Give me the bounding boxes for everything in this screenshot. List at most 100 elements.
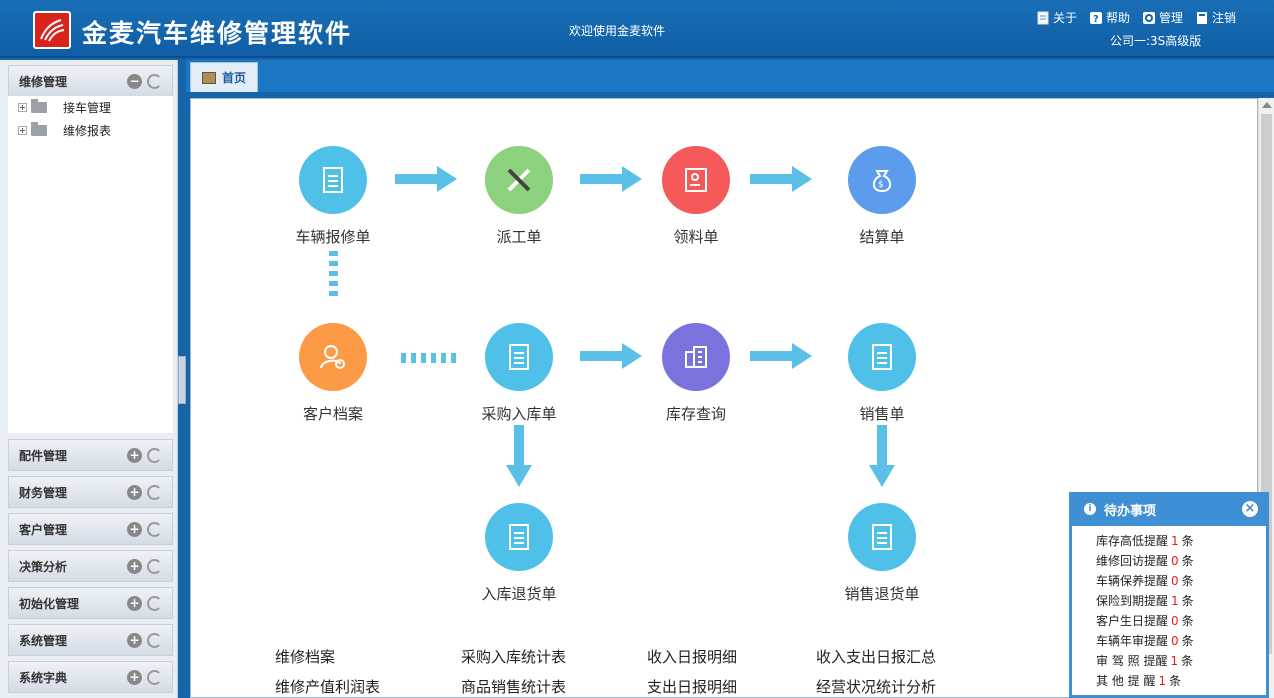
link-business-analysis[interactable]: 经营状况统计分析 <box>816 678 937 696</box>
tree-item-reports[interactable]: 维修报表 <box>8 119 173 142</box>
help-icon: ? <box>1089 11 1103 25</box>
refresh-icon[interactable] <box>147 632 162 648</box>
node-sales[interactable]: 销售单 <box>822 323 942 424</box>
address-book-icon <box>662 146 730 214</box>
node-label: 销售单 <box>859 405 905 423</box>
refresh-icon[interactable] <box>147 73 162 89</box>
node-sales-return[interactable]: 销售退货单 <box>822 503 942 604</box>
sidebar-section-finance[interactable]: 财务管理 + <box>8 476 173 508</box>
todo-item-label: 客户生日提醒 <box>1096 614 1169 628</box>
collapse-icon[interactable]: − <box>127 73 142 89</box>
sidebar-section-init[interactable]: 初始化管理 + <box>8 587 173 619</box>
sidebar-section-analysis[interactable]: 决策分析 + <box>8 550 173 582</box>
link-repair-profit[interactable]: 维修产值利润表 <box>275 678 381 696</box>
node-material[interactable]: 领料单 <box>636 146 756 247</box>
expand-icon[interactable]: + <box>127 521 142 537</box>
tab-home[interactable]: 首页 <box>190 62 258 92</box>
refresh-icon[interactable] <box>147 669 162 685</box>
sidebar-section-customer[interactable]: 客户管理 + <box>8 513 173 545</box>
node-label: 销售退货单 <box>844 585 920 603</box>
node-customer[interactable]: 客户档案 <box>273 323 393 424</box>
todo-item-label: 保险到期提醒 <box>1096 594 1169 608</box>
sidebar-section-dictionary[interactable]: 系统字典 + <box>8 661 173 693</box>
welcome-text: 欢迎使用金麦软件 <box>569 24 666 38</box>
node-repair-order[interactable]: 车辆报修单 <box>273 146 393 247</box>
refresh-icon[interactable] <box>147 558 162 574</box>
todo-item-count: 1 <box>1171 534 1179 548</box>
sidebar-section-parts[interactable]: 配件管理 + <box>8 439 173 471</box>
refresh-icon[interactable] <box>147 595 162 611</box>
link-repair-archive[interactable]: 维修档案 <box>275 648 336 666</box>
scroll-up-icon[interactable] <box>1262 102 1272 108</box>
sidebar-section-system[interactable]: 系统管理 + <box>8 624 173 656</box>
todo-title: 待办事项 <box>1104 503 1157 519</box>
close-icon[interactable]: × <box>1242 501 1258 517</box>
folder-icon <box>31 99 47 113</box>
refresh-icon[interactable] <box>147 521 162 537</box>
link-income-daily[interactable]: 收入日报明细 <box>647 648 738 666</box>
node-purchase-in[interactable]: 采购入库单 <box>459 323 579 424</box>
section-label: 初始化管理 <box>19 596 80 611</box>
todo-item-count: 1 <box>1158 674 1167 688</box>
todo-item-count: 1 <box>1171 594 1179 608</box>
todo-item-unit: 条 <box>1181 554 1194 568</box>
document-icon <box>848 503 916 571</box>
logo-icon <box>40 19 65 42</box>
todo-item-count: 0 <box>1171 554 1179 568</box>
company-version: 公司一:3S高级版 <box>1110 34 1202 48</box>
logout-button[interactable]: 注销 <box>1195 9 1236 26</box>
todo-item-unit: 条 <box>1181 654 1194 668</box>
folder-icon <box>31 122 47 136</box>
manage-button[interactable]: 管理 <box>1142 9 1183 26</box>
home-icon <box>201 71 216 84</box>
link-purchase-stats[interactable]: 采购入库统计表 <box>461 648 567 666</box>
section-label: 维修管理 <box>19 74 68 89</box>
document-icon <box>848 323 916 391</box>
dotted-connector <box>329 251 338 301</box>
section-label: 决策分析 <box>19 559 68 574</box>
expand-icon[interactable]: + <box>127 632 142 648</box>
link-expense-daily[interactable]: 支出日报明细 <box>647 678 738 696</box>
expand-icon[interactable]: + <box>127 447 142 463</box>
node-purchase-return[interactable]: 入库退货单 <box>459 503 579 604</box>
customer-icon <box>299 323 367 391</box>
node-inventory[interactable]: 库存查询 <box>636 323 756 424</box>
node-label: 客户档案 <box>302 405 363 423</box>
arrow-down-icon <box>506 425 532 487</box>
node-dispatch[interactable]: 派工单 <box>459 146 579 247</box>
expand-icon[interactable] <box>18 126 27 135</box>
expand-icon[interactable]: + <box>127 484 142 500</box>
link-sales-stats[interactable]: 商品销售统计表 <box>461 678 567 696</box>
tree-item-reception[interactable]: 接车管理 <box>8 96 173 119</box>
refresh-icon[interactable] <box>147 447 162 463</box>
todo-item-unit: 条 <box>1181 534 1194 548</box>
logout-label: 注销 <box>1212 11 1237 25</box>
sidebar-collapse-handle[interactable] <box>178 356 186 404</box>
expand-icon[interactable] <box>18 103 27 112</box>
todo-item-count: 0 <box>1171 614 1179 628</box>
todo-item-label: 车辆保养提醒 <box>1096 574 1169 588</box>
tab-label: 首页 <box>221 71 246 85</box>
link-income-expense-summary[interactable]: 收入支出日报汇总 <box>816 648 937 666</box>
about-button[interactable]: 关于 <box>1036 9 1077 26</box>
expand-icon[interactable]: + <box>127 595 142 611</box>
todo-item-unit: 条 <box>1181 614 1194 628</box>
help-button[interactable]: ? 帮助 <box>1089 9 1130 26</box>
node-settlement[interactable]: $ 结算单 <box>822 146 942 247</box>
expand-icon[interactable]: + <box>127 558 142 574</box>
sidebar-section-repair[interactable]: 维修管理 − <box>8 65 173 97</box>
expand-icon[interactable]: + <box>127 669 142 685</box>
scroll-thumb[interactable] <box>1261 114 1272 654</box>
refresh-icon[interactable] <box>147 484 162 500</box>
app-title: 金麦汽车维修管理软件 <box>82 19 353 48</box>
todo-item-label: 审 驾 照 提醒 <box>1096 654 1168 668</box>
top-menu: 关于 ? 帮助 管理 注销 <box>1036 9 1236 26</box>
